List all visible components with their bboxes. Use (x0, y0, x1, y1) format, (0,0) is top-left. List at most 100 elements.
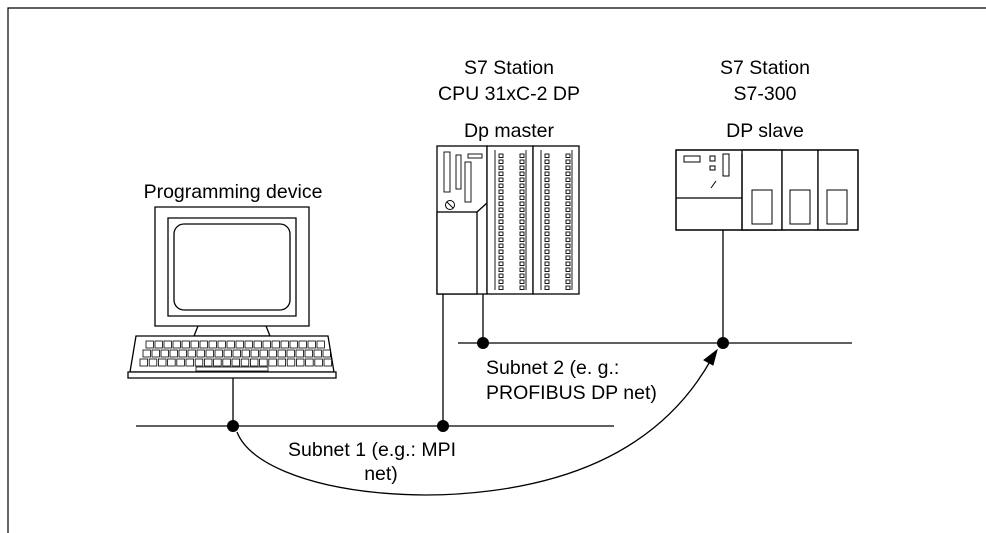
s7-300-sm-module-1-icon (741, 149, 783, 231)
subnet1-label-line1: Subnet 1 (e.g.: MPI (287, 439, 457, 461)
keyboard-key (323, 358, 332, 367)
keyboard-key (286, 349, 295, 358)
routing-arrow-curve (236, 357, 713, 496)
keyboard-key (203, 358, 213, 367)
terminal-slot (565, 279, 571, 284)
s7-300-sm-module-2-icon (781, 149, 819, 231)
terminal-slot (565, 183, 571, 188)
terminal-slot (565, 237, 571, 242)
io-module-2-icon (532, 145, 580, 295)
terminal-slot (498, 165, 504, 170)
terminal-slot (565, 255, 571, 260)
keyboard-key (222, 358, 231, 367)
terminal-slot (498, 159, 504, 164)
keyboard-key (181, 340, 190, 349)
terminal-slot (544, 207, 550, 212)
subnet1-label-line2: net) (364, 463, 398, 485)
keyboard-key (280, 340, 289, 349)
terminal-slot (498, 207, 504, 212)
terminal-slot (565, 243, 571, 248)
programming-device-label: Programming device (143, 181, 323, 203)
master-station-title-line2: CPU 31xC-2 DP (438, 83, 580, 105)
terminal-slot (544, 219, 550, 224)
keyboard-key (213, 358, 222, 367)
io-module-1-icon (486, 145, 534, 295)
keyboard-key (277, 349, 286, 358)
keyboard-key (190, 340, 199, 349)
keyboard-key (289, 340, 298, 349)
diagram-frame (7, 7, 986, 533)
terminal-slot (498, 249, 504, 254)
keyboard-key (194, 358, 204, 367)
terminal-slot (498, 225, 504, 230)
terminal-slot (519, 237, 525, 242)
terminal-slot (519, 255, 525, 260)
terminal-slot (519, 183, 525, 188)
terminal-slot (544, 285, 550, 290)
terminal-slot (519, 285, 525, 290)
terminal-slot (544, 267, 550, 272)
terminal-slot (498, 171, 504, 176)
terminal-slot (519, 165, 525, 170)
terminal-slot (565, 189, 571, 194)
keyboard-key (316, 340, 325, 349)
keyboard-key (167, 358, 176, 367)
terminal-slot (519, 189, 525, 194)
keyboard-key (214, 349, 223, 358)
terminal-slot (565, 159, 571, 164)
master-station-title-line1: S7 Station (464, 57, 554, 79)
terminal-slot (544, 225, 550, 230)
keyboard-key (240, 358, 250, 367)
keyboard-key (196, 349, 205, 358)
terminal-slot (498, 285, 504, 290)
terminal-slot (519, 249, 525, 254)
slave-role-label: DP slave (726, 120, 804, 142)
keyboard-key (187, 349, 196, 358)
terminal-slot (544, 243, 550, 248)
keyboard-key (172, 340, 181, 349)
terminal-slot (544, 159, 550, 164)
keyboard-key (139, 358, 148, 367)
terminal-slot (498, 267, 504, 272)
keyboard-key (304, 349, 313, 358)
terminal-slot (498, 243, 504, 248)
keyboard-key (151, 349, 160, 358)
terminal-slot (498, 195, 504, 200)
terminal-slot (544, 171, 550, 176)
terminal-slot (565, 207, 571, 212)
terminal-slot (498, 177, 504, 182)
terminal-slot (565, 231, 571, 236)
terminal-slot (565, 267, 571, 272)
keyboard-key (154, 340, 163, 349)
terminal-slot (544, 177, 550, 182)
terminal-slot (519, 219, 525, 224)
master-role-label: Dp master (464, 120, 554, 142)
terminal-slot (565, 225, 571, 230)
terminal-slot (565, 213, 571, 218)
terminal-slot (498, 201, 504, 206)
terminal-slot (544, 249, 550, 254)
keyboard-key (277, 358, 286, 367)
terminal-slot (498, 279, 504, 284)
terminal-slot (544, 279, 550, 284)
keyboard-key (232, 349, 241, 358)
keyboard-key (244, 340, 253, 349)
terminal-slot (519, 231, 525, 236)
s7-300-base-outline (675, 149, 859, 231)
terminal-slot (498, 231, 504, 236)
keyboard-key (241, 349, 250, 358)
slave-station-title-line2: S7-300 (733, 83, 797, 105)
terminal-slot (519, 153, 525, 158)
keyboard-key (199, 340, 208, 349)
terminal-slot (498, 219, 504, 224)
terminal-slot (519, 177, 525, 182)
terminal-slot (498, 273, 504, 278)
slave-dp-node (717, 337, 729, 349)
keyboard-key (205, 349, 214, 358)
terminal-slot (544, 195, 550, 200)
keyboard-key (271, 340, 280, 349)
terminal-slot (544, 213, 550, 218)
keyboard-key (313, 349, 322, 358)
keyboard-key (160, 349, 169, 358)
terminal-slot (544, 201, 550, 206)
